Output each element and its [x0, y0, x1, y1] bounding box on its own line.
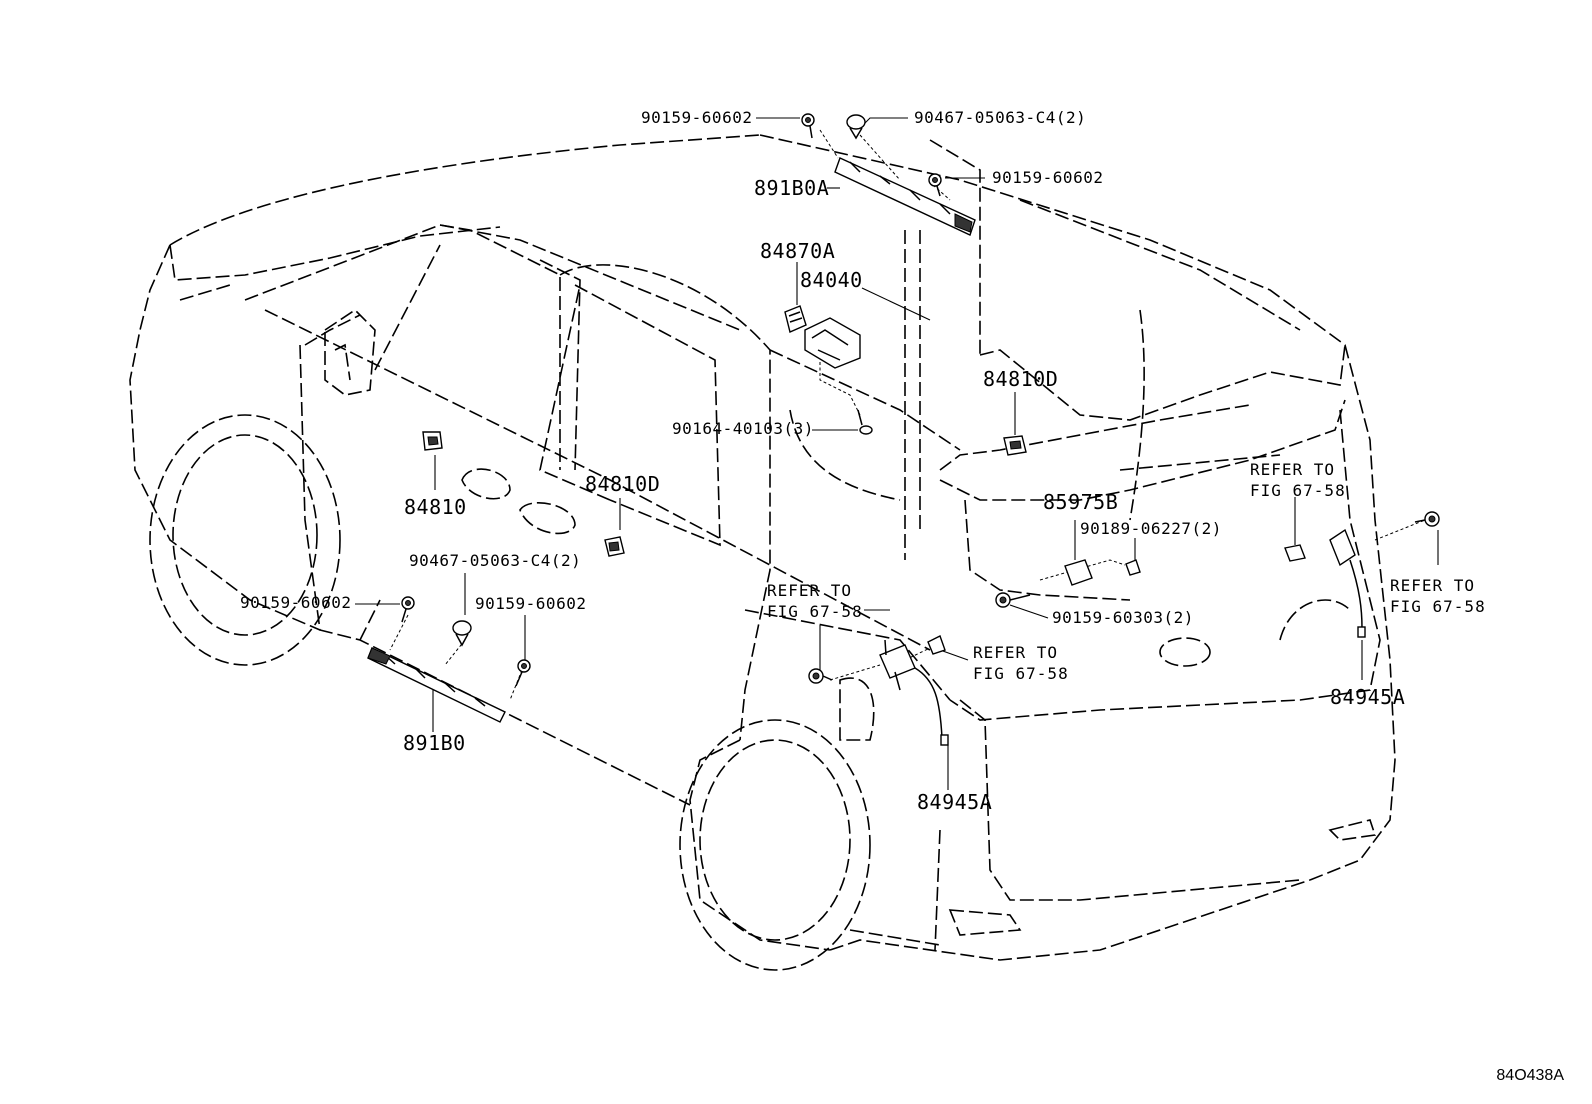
top-clip-icon [846, 114, 866, 140]
callout-module-connector: 84870A [760, 239, 836, 263]
top-bolt-right-icon [928, 173, 942, 197]
rear-switch-icon [1003, 435, 1027, 456]
callout-roof-sensor: 891B0A [754, 176, 830, 200]
slide-door-switch-icon [604, 536, 625, 557]
callout-back-door-part: 85975B [1043, 490, 1119, 514]
right-refer-bolt-icon [1414, 511, 1440, 527]
callout-side-bolt-left: 90159-60602 [240, 593, 352, 612]
center-harness-icon [914, 667, 949, 746]
module-screw-icon [857, 409, 873, 435]
callout-harness-center: 84945A [917, 790, 993, 814]
roof-sensor-strip-icon [834, 157, 976, 236]
bracket-nut-icon [1125, 559, 1141, 576]
callout-top-clip: 90467-05063-C4(2) [914, 108, 1087, 127]
callout-side-sensor: 891B0 [403, 731, 466, 755]
callout-door-switch-rear: 84810D [585, 472, 661, 496]
back-door-bracket-icon [1064, 559, 1093, 586]
side-bolt-right-icon [515, 659, 531, 687]
callout-bracket-nut: 90189-06227(2) [1080, 519, 1222, 538]
top-bolt-left-icon [801, 113, 815, 139]
parts [367, 113, 1440, 746]
right-switch-icon [1284, 544, 1306, 562]
callout-module: 84040 [800, 268, 863, 292]
right-latch-icon [1329, 528, 1366, 638]
callout-side-bolt-right: 90159-60602 [475, 594, 587, 613]
vehicle-body [129, 134, 1396, 971]
center-refer-clip-icon [927, 635, 946, 655]
side-bolt-left-icon [401, 596, 415, 623]
leader-lines [355, 117, 1439, 790]
figure-id: 84O438A [1496, 1067, 1564, 1084]
front-door-switch-icon [422, 431, 443, 451]
center-refer-bolt-icon [808, 668, 833, 684]
callout-rear-switch: 84810D [983, 367, 1059, 391]
center-latch-icon [879, 639, 916, 691]
callout-top-bolt-left: 90159-60602 [641, 108, 753, 127]
side-sensor-strip-icon [367, 647, 506, 723]
callout-side-clip: 90467-05063-C4(2) [409, 551, 582, 570]
module-connector-icon [784, 305, 807, 333]
callout-module-screw: 90164-40103(3) [672, 419, 814, 438]
control-module-icon [804, 317, 861, 369]
callout-harness-right: 84945A [1330, 685, 1406, 709]
back-door-screw-icon [995, 592, 1031, 608]
callout-door-switch-front: 84810 [404, 495, 467, 519]
callout-top-bolt-right: 90159-60602 [992, 168, 1104, 187]
callout-back-door-screw: 90159-60303(2) [1052, 608, 1194, 627]
side-clip-icon [452, 620, 472, 647]
